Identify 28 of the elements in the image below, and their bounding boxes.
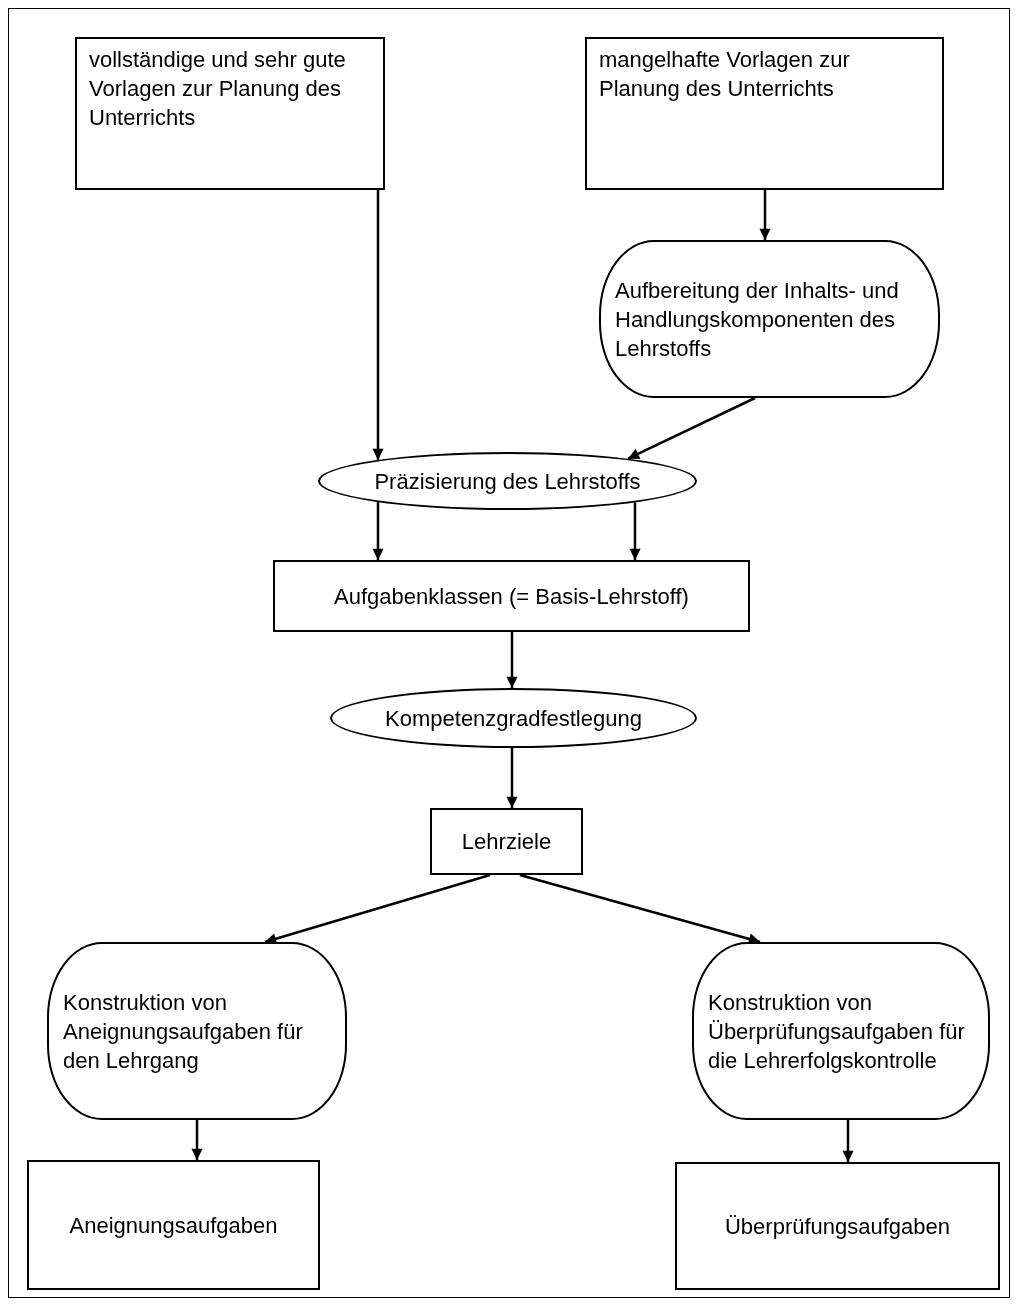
arrow xyxy=(264,873,491,945)
arrow xyxy=(842,1120,854,1163)
node-text: mangelhafte Vorlagen zur Planung des Unterrichts xyxy=(599,46,851,103)
arrow xyxy=(372,190,384,460)
arrow xyxy=(627,396,756,460)
node-text: Überprüfungsaufgaben xyxy=(724,1212,951,1241)
process-box xyxy=(585,37,944,190)
arrow xyxy=(191,1120,203,1161)
node-text: Konstruktion von Überprüfungsaufgaben für die Lehrerfolgskontrolle xyxy=(708,989,966,1075)
node-text: Kompetenzgradfestlegung xyxy=(385,704,642,733)
process-box xyxy=(430,808,583,875)
process-box xyxy=(273,560,750,632)
process-box xyxy=(27,1160,320,1290)
arrow xyxy=(372,502,384,561)
arrow xyxy=(519,873,761,945)
arrow xyxy=(506,632,518,689)
arrow xyxy=(759,190,771,241)
node-text: Aufbereitung der Inhalts- und Handlungskomponenten des Lehrstoffs xyxy=(615,276,900,363)
process-box xyxy=(75,37,385,190)
node-text: vollständige und sehr gute Vorlagen zur Planung des Unterrichts xyxy=(89,46,347,132)
arrow xyxy=(506,748,518,809)
process-box xyxy=(675,1162,1000,1290)
node-text: Lehrziele xyxy=(461,828,552,856)
node-text: Aneignungsaufgaben xyxy=(69,1211,278,1240)
arrow xyxy=(629,502,641,561)
node-text: Aufgabenklassen (= Basis-Lehrstoff) xyxy=(334,582,689,611)
node-text: Präzisierung des Lehrstoffs xyxy=(374,467,641,496)
node-text: Konstruktion von Aneignungsaufgaben für den Lehrgang xyxy=(63,989,304,1075)
